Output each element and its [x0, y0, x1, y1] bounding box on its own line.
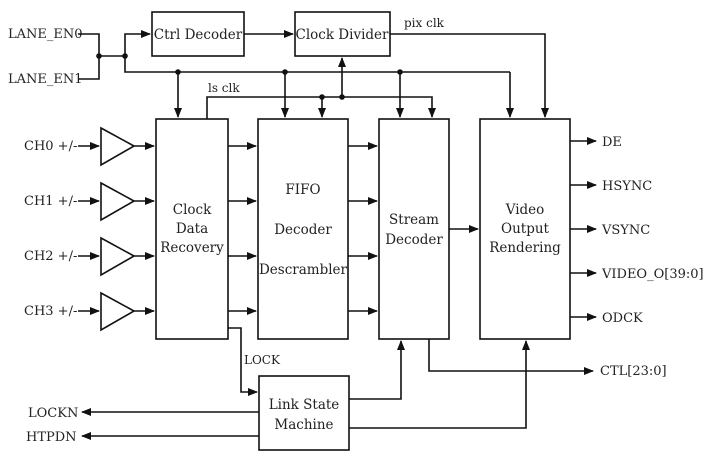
stream-decoder-label-line: Decoder [385, 232, 443, 248]
channel-label: CH0 +/- [24, 139, 77, 154]
hsync-output-label: HSYNC [602, 179, 652, 194]
htpdn-output-label: HTPDN [26, 430, 77, 445]
lock-wire [228, 327, 258, 396]
lsm-to-video-wire [349, 340, 530, 429]
channel-label: CH2 +/- [24, 249, 77, 264]
ls-clk-wire [206, 96, 436, 119]
lock-label: LOCK [244, 353, 281, 367]
ctrl-decoder-label: Ctrl Decoder [154, 27, 243, 43]
cdr-label-line: Clock [173, 202, 212, 218]
fifo-label-line: FIFO [285, 182, 320, 198]
channel-3: CH3 +/- [24, 291, 155, 332]
vsync-output-label: VSYNC [601, 223, 650, 238]
ctl-output-label: CTL[23:0] [600, 364, 667, 379]
clock-divider-label: Clock Divider [296, 27, 390, 43]
channel-1: CH1 +/- [24, 181, 155, 222]
ls-clk-label: ls clk [208, 81, 240, 95]
channel-label: CH3 +/- [24, 304, 77, 319]
channel-label: CH1 +/- [24, 194, 77, 209]
link-state-machine-block [258, 375, 350, 451]
stream-decoder-label-line: Stream [389, 212, 439, 228]
fifo-label-line: Descrambler [259, 262, 348, 278]
junction-dot [96, 53, 102, 59]
buffer-triangle-icon [100, 181, 136, 222]
video-output-label-line: Video [505, 202, 545, 218]
lockn-output-label: LOCKN [28, 406, 78, 421]
fifo-label-line: Decoder [274, 222, 332, 238]
lane-bus-wire [124, 56, 510, 73]
clock-data-recovery-block [155, 118, 229, 340]
ctrl-decoder-input-wire [124, 30, 151, 56]
channel-2: CH2 +/- [24, 236, 155, 277]
cdr-label-line: Recovery [160, 240, 224, 256]
lsm-to-stream-wire [349, 340, 405, 400]
video-o-output-label: VIDEO_O[39:0] [601, 267, 704, 282]
de-output-label: DE [602, 135, 622, 150]
link-state-machine-label-line: Machine [274, 417, 333, 433]
pix-clk-wire [390, 33, 549, 118]
lane-en1-label: LANE_EN1 [8, 72, 83, 87]
buffer-triangle-icon [100, 291, 136, 332]
fifo-decoder-descrambler-block [257, 118, 349, 340]
buffer-triangle-icon [100, 126, 136, 167]
video-output-label-line: Rendering [489, 240, 561, 256]
odck-output-label: ODCK [602, 311, 643, 326]
video-output-label-line: Output [501, 221, 550, 237]
ctrl-decoder-block [151, 11, 245, 57]
pix-clk-label: pix clk [404, 16, 445, 30]
channel-0: CH0 +/- [24, 126, 155, 167]
video-output-rendering-block [479, 118, 571, 340]
lane-en0-label: LANE_EN0 [8, 27, 83, 42]
stream-decoder-block [378, 118, 450, 340]
buffer-triangle-icon [100, 236, 136, 277]
ctl-wire [428, 339, 594, 375]
cdr-label-line: Data [176, 221, 208, 237]
link-state-machine-label-line: Link State [269, 397, 340, 413]
